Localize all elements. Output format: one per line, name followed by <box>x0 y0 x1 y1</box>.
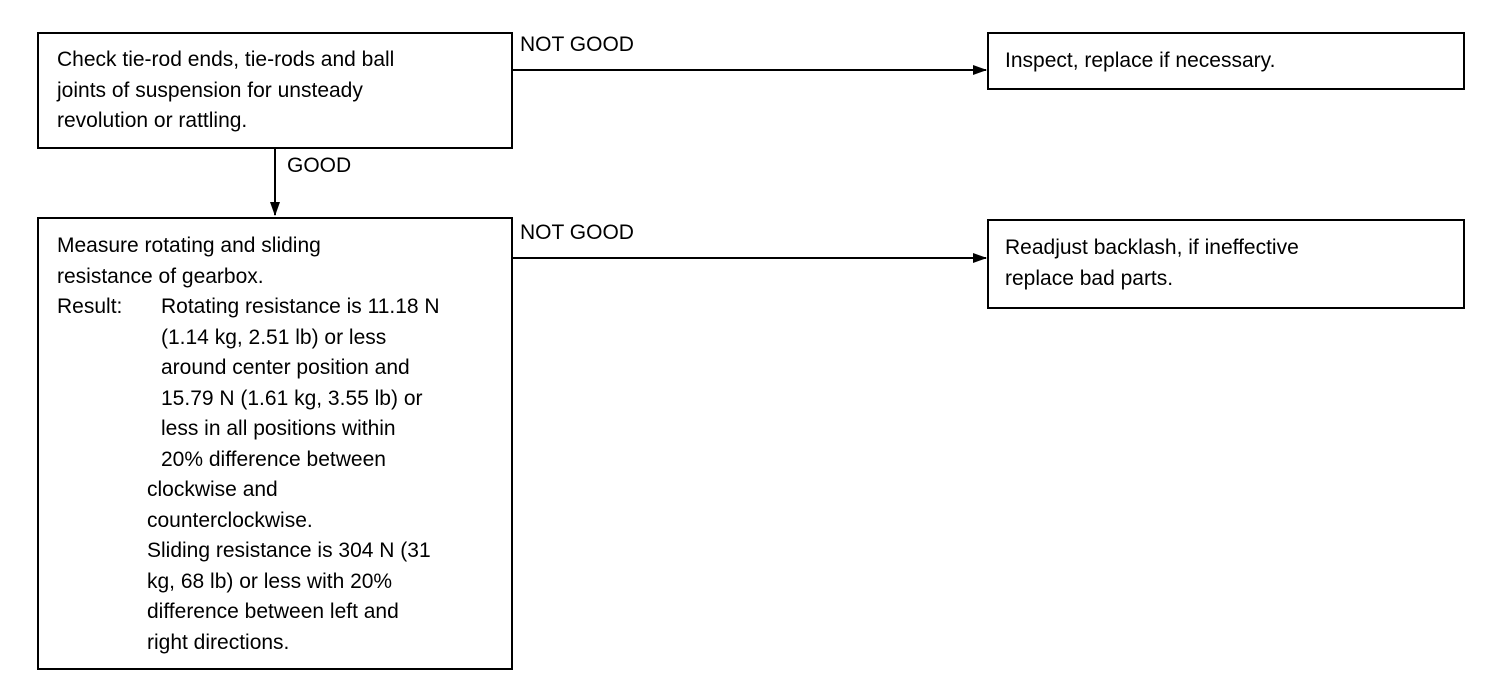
check-line-1: Check tie-rod ends, tie-rods and ball <box>57 48 395 71</box>
readjust-line-2: replace bad parts. <box>1005 266 1174 290</box>
result-line-7: clockwise and <box>147 478 278 501</box>
result-line-5: less in all positions within <box>161 417 396 440</box>
sliding-line-4: right directions. <box>147 630 290 654</box>
result-line-3: around center position and <box>161 356 410 379</box>
measure-resistance-box: Measure rotating and sliding resistance … <box>37 217 513 670</box>
readjust-backlash-box: Readjust backlash, if ineffective replac… <box>987 219 1465 309</box>
result-row: Result: Rotating resistance is 11.18 N <box>57 292 511 323</box>
measure-intro-line-2: resistance of gearbox. <box>57 264 264 288</box>
check-suspension-box: Check tie-rod ends, tie-rods and ball jo… <box>37 32 513 149</box>
sliding-line-2: kg, 68 lb) or less with 20% <box>147 569 393 593</box>
sliding-line-1: Sliding resistance is 304 N (31 <box>147 539 431 562</box>
check-line-2: joints of suspension for unsteady <box>57 78 363 102</box>
measure-intro-line-1: Measure rotating and sliding <box>57 234 321 257</box>
result-line-4: 15.79 N (1.61 kg, 3.55 lb) or <box>161 386 423 410</box>
result-line-6: 20% difference between <box>161 447 386 471</box>
edge-label-not-good-1: NOT GOOD <box>520 33 634 56</box>
result-line-8: counterclockwise. <box>147 508 313 532</box>
inspect-line-1: Inspect, replace if necessary. <box>1005 49 1276 72</box>
readjust-line-1: Readjust backlash, if ineffective <box>1005 236 1299 259</box>
result-line-2: (1.14 kg, 2.51 lb) or less <box>161 325 387 349</box>
sliding-line-3: difference between left and <box>147 600 399 623</box>
edge-label-good: GOOD <box>287 154 352 177</box>
result-line-1: Rotating resistance is 11.18 N <box>161 295 440 318</box>
check-line-3: revolution or rattling. <box>57 109 248 132</box>
inspect-replace-box: Inspect, replace if necessary. <box>987 32 1465 90</box>
edge-label-not-good-2: NOT GOOD <box>520 221 634 244</box>
result-label: Result: <box>57 295 123 318</box>
